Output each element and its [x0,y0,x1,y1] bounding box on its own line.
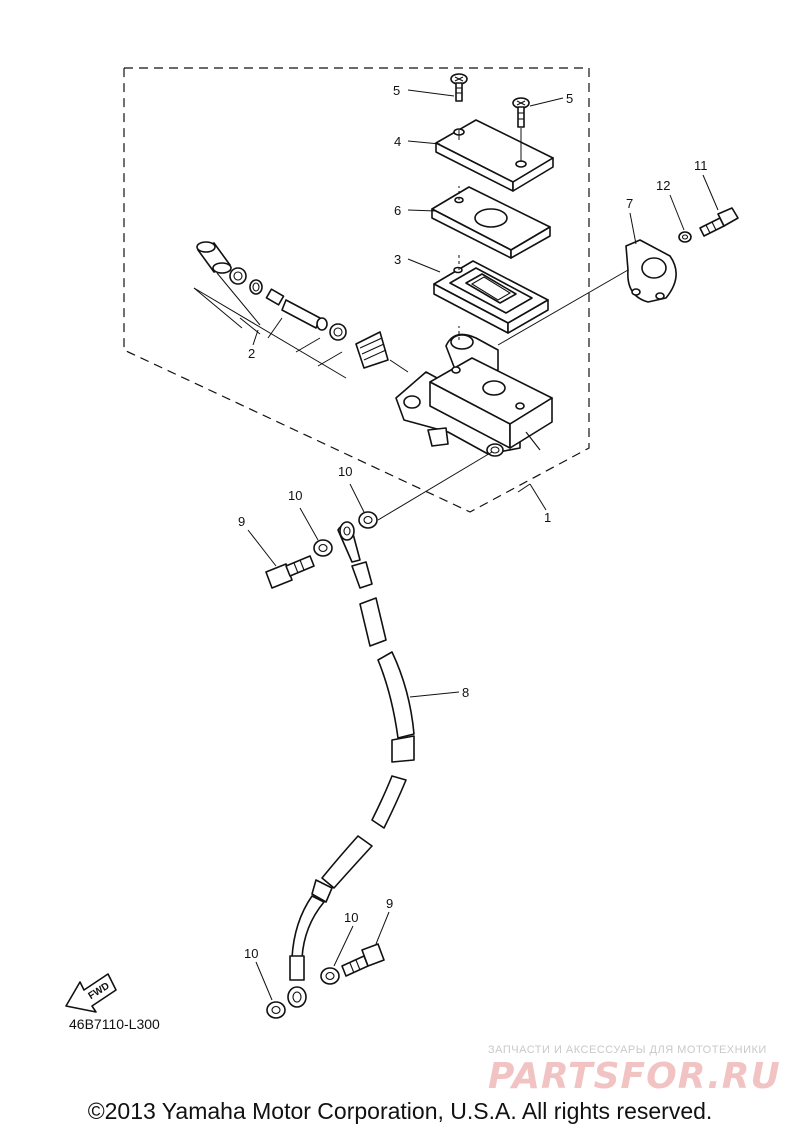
diagram-code: 46B7110-L300 [69,1016,160,1032]
union-bolt-9-lower [341,943,385,977]
callout-9-lower: 9 [386,896,393,911]
screw-5-top [450,73,468,102]
watermark-logo: PARTSFOR.RU [488,1056,781,1097]
master-cylinder-body-1 [395,333,553,457]
callout-10-c: 10 [344,910,358,925]
watermark-tagline: ЗАПЧАСТИ И АКСЕССУАРЫ ДЛЯ МОТОТЕХНИКИ [488,1044,767,1056]
union-bolt-9-upper [265,555,315,589]
callout-8: 8 [462,685,469,700]
washer-12 [678,231,692,243]
leader-lines [247,89,719,1001]
callout-7: 7 [626,196,633,211]
piston-kit-2 [193,241,409,379]
callout-11: 11 [694,158,708,173]
bolt-11 [699,207,739,237]
copyright-notice: ©2013 Yamaha Motor Corporation, U.S.A. A… [87,1098,713,1124]
callout-10-d: 10 [244,946,258,961]
callout-5-right: 5 [566,91,573,106]
diaphragm-6 [431,186,551,259]
washer-10-c [320,967,340,985]
forward-arrow-icon: FWD [65,973,117,1013]
screw-5-right [512,97,530,128]
callout-10-b: 10 [288,488,302,503]
brake-hose-8 [287,521,415,1008]
callout-10-a: 10 [338,464,352,479]
callout-12: 12 [656,178,670,193]
callout-2: 2 [248,346,255,361]
callout-6: 6 [394,203,401,218]
washer-10-b [313,539,333,557]
holder-7 [497,239,677,346]
callout-9-upper: 9 [238,514,245,529]
diaphragm-holder-3 [433,260,549,334]
washer-10-a [358,511,378,529]
callout-5-top: 5 [393,83,400,98]
callout-1: 1 [544,510,551,525]
washer-10-d [266,1001,286,1019]
callout-3: 3 [394,252,401,267]
reservoir-cap-4 [435,119,554,192]
callout-4: 4 [394,134,401,149]
